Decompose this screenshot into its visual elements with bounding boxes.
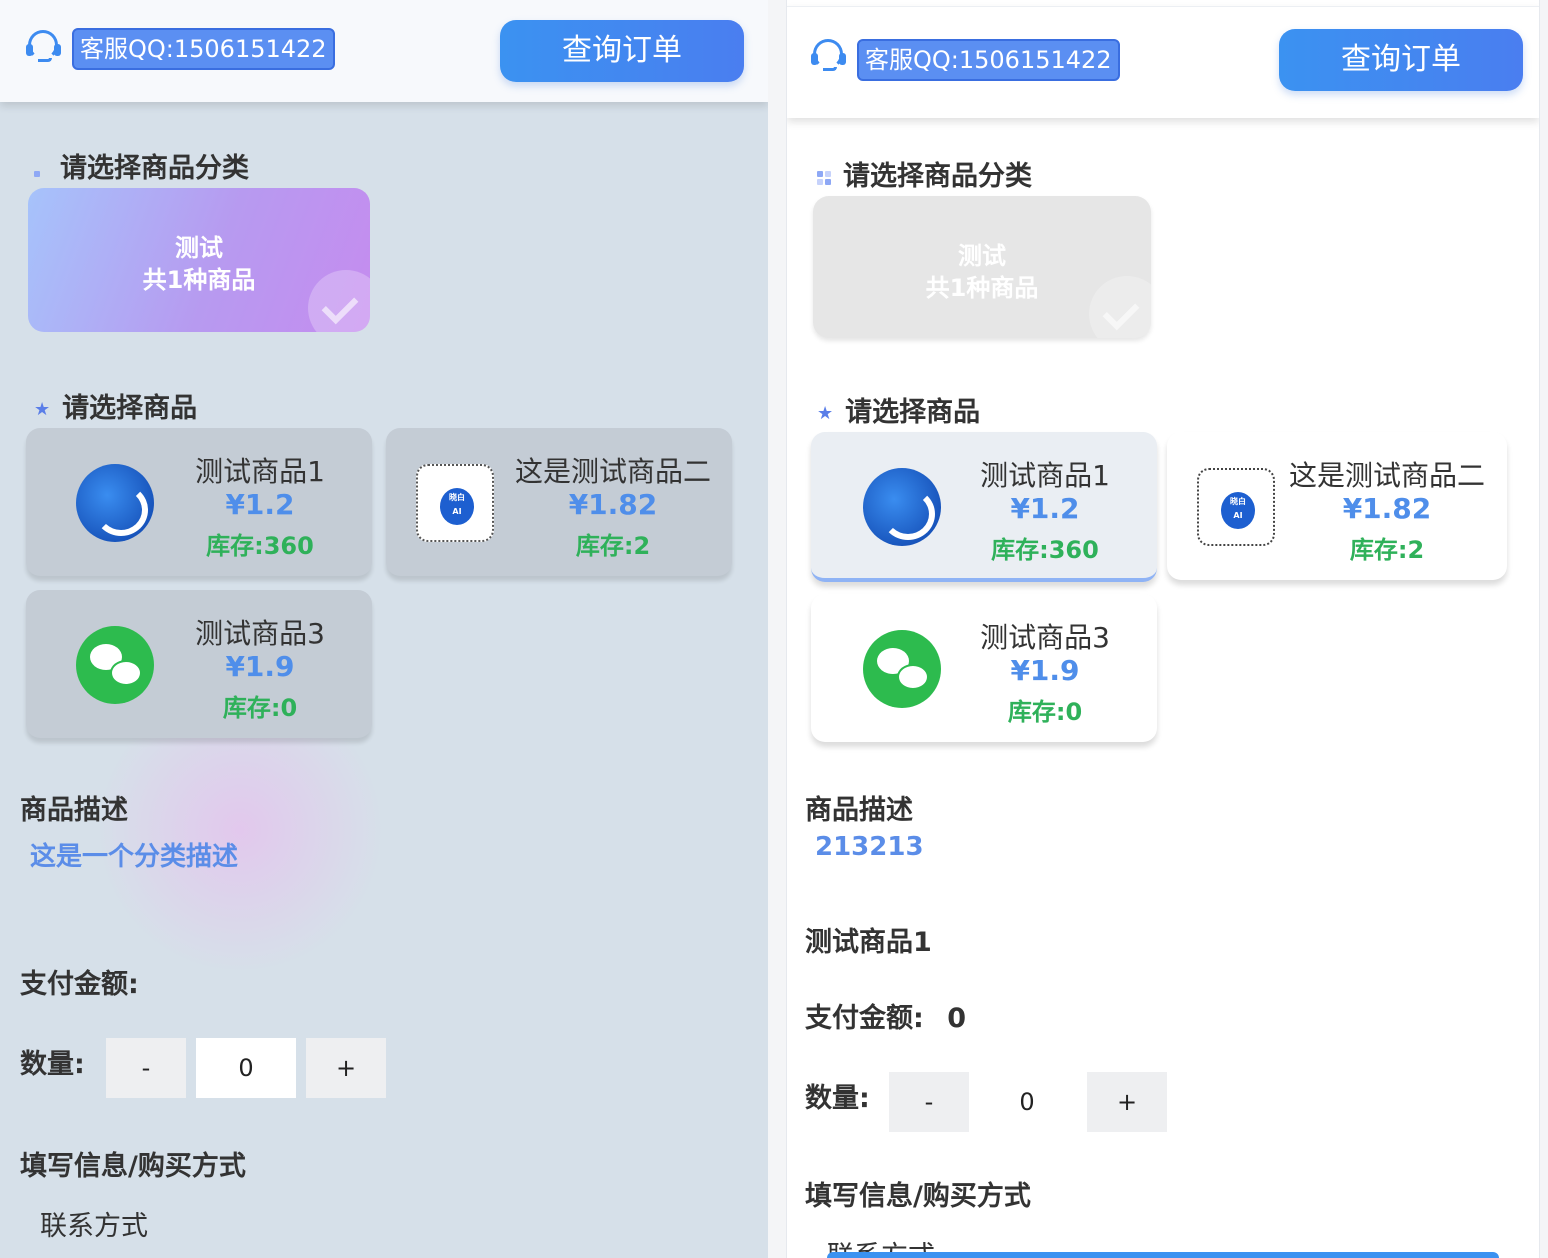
customer-service-qq-badge[interactable]: 客服QQ:1506151422 xyxy=(857,39,1120,81)
wechat-icon xyxy=(76,626,154,704)
goods-stock: 库存:0 xyxy=(222,694,298,722)
selected-goods-name: 测试商品1 xyxy=(805,927,932,958)
customer-service-qq-badge[interactable]: 客服QQ:1506151422 xyxy=(72,28,335,70)
pay-amount-label: 支付金额: xyxy=(20,969,139,1000)
query-order-button[interactable]: 查询订单 xyxy=(500,20,744,82)
quantity-label: 数量: xyxy=(20,1049,85,1080)
dragon-logo-icon xyxy=(863,468,941,546)
category-name: 测试 xyxy=(175,234,223,262)
goods-section-label: 请选择商品 xyxy=(62,393,198,424)
headset-icon xyxy=(24,28,64,68)
category-count: 共1种商品 xyxy=(925,274,1039,302)
goods-price: ¥1.82 xyxy=(568,488,658,521)
goods-card-1-selected[interactable]: 测试商品1 ¥1.2 库存:360 xyxy=(811,432,1157,582)
quantity-minus-button[interactable]: - xyxy=(889,1072,969,1132)
description-title: 商品描述 xyxy=(20,795,128,826)
goods-card-2[interactable]: 这是测试商品二 ¥1.82 库存:2 xyxy=(1167,432,1507,580)
category-count: 共1种商品 xyxy=(142,266,256,294)
dragon-logo-icon xyxy=(76,464,154,542)
grid-icon xyxy=(34,163,48,177)
goods-name: 测试商品3 xyxy=(195,617,325,650)
goods-name: 这是测试商品二 xyxy=(514,455,711,488)
checkmark-icon xyxy=(308,270,370,332)
goods-name: 这是测试商品二 xyxy=(1288,459,1485,492)
pay-amount-label-text: 支付金额: xyxy=(805,1003,924,1034)
header-bar: 客服QQ:1506151422 查询订单 xyxy=(0,0,768,102)
quantity-plus-button[interactable]: + xyxy=(1087,1072,1167,1132)
goods-name: 测试商品3 xyxy=(980,621,1110,654)
goods-stock: 库存:2 xyxy=(575,532,651,560)
category-section-title: 请选择商品分类 xyxy=(817,154,1032,193)
qr-code-icon xyxy=(1197,468,1275,546)
category-section-label: 请选择商品分类 xyxy=(843,161,1032,192)
goods-price: ¥1.2 xyxy=(1010,492,1080,525)
category-name: 测试 xyxy=(958,242,1006,270)
headset-icon xyxy=(809,37,849,77)
quantity-input[interactable]: 0 xyxy=(1019,1088,1035,1116)
star-icon: ★ xyxy=(34,399,51,420)
goods-price: ¥1.2 xyxy=(225,488,295,521)
quantity-minus-button[interactable]: - xyxy=(106,1038,186,1098)
description-title: 商品描述 xyxy=(805,795,913,826)
goods-stock: 库存:0 xyxy=(1007,698,1083,726)
goods-price: ¥1.9 xyxy=(225,650,295,683)
goods-price: ¥1.9 xyxy=(1010,654,1080,687)
goods-section-title: ★ 请选择商品 xyxy=(817,390,980,429)
pay-amount-label: 支付金额: 0 xyxy=(805,996,966,1035)
query-order-button[interactable]: 查询订单 xyxy=(1279,29,1523,91)
fill-info-title: 填写信息/购买方式 xyxy=(805,1181,1031,1212)
description-text: 213213 xyxy=(815,832,924,862)
quantity-input[interactable]: 0 xyxy=(196,1038,296,1098)
wechat-icon xyxy=(863,630,941,708)
goods-name: 测试商品1 xyxy=(980,459,1110,492)
category-card-test[interactable]: 测试共1种商品 xyxy=(28,188,370,332)
goods-card-2[interactable]: 这是测试商品二 ¥1.82 库存:2 xyxy=(386,428,732,576)
goods-stock: 库存:360 xyxy=(206,532,314,560)
left-shop-panel: 客服QQ:1506151422 查询订单 请选择商品分类 测试共1种商品 ★ 请选… xyxy=(0,0,768,1258)
pay-amount-value: 0 xyxy=(947,1003,967,1034)
goods-price: ¥1.82 xyxy=(1342,492,1432,525)
quantity-plus-button[interactable]: + xyxy=(306,1038,386,1098)
goods-card-3[interactable]: 测试商品3 ¥1.9 库存:0 xyxy=(811,594,1157,742)
goods-card-1[interactable]: 测试商品1 ¥1.2 库存:360 xyxy=(26,428,372,576)
category-section-label: 请选择商品分类 xyxy=(60,153,249,184)
qr-code-icon xyxy=(416,464,494,542)
description-text: 这是一个分类描述 xyxy=(30,842,239,872)
category-card-test[interactable]: 测试共1种商品 xyxy=(813,196,1151,338)
grid-icon xyxy=(817,170,831,185)
right-edge xyxy=(1540,0,1548,1258)
bottom-action-bar[interactable] xyxy=(827,1252,1499,1258)
checkmark-icon xyxy=(1089,276,1151,338)
goods-section-title: ★ 请选择商品 xyxy=(34,386,197,425)
right-shop-panel: 客服QQ:1506151422 查询订单 请选择商品分类 测试共1种商品 ★ 请选… xyxy=(786,0,1540,1258)
goods-section-label: 请选择商品 xyxy=(845,397,981,428)
category-section-title: 请选择商品分类 xyxy=(34,146,249,185)
star-icon: ★ xyxy=(817,403,834,424)
goods-stock: 库存:360 xyxy=(991,536,1099,564)
contact-label: 联系方式 xyxy=(40,1211,148,1242)
goods-card-3[interactable]: 测试商品3 ¥1.9 库存:0 xyxy=(26,590,372,738)
quantity-label: 数量: xyxy=(805,1083,870,1114)
fill-info-title: 填写信息/购买方式 xyxy=(20,1151,246,1182)
panel-divider xyxy=(768,0,786,1258)
goods-name: 测试商品1 xyxy=(195,455,325,488)
header-bar: 客服QQ:1506151422 查询订单 xyxy=(787,6,1539,118)
goods-stock: 库存:2 xyxy=(1349,536,1425,564)
